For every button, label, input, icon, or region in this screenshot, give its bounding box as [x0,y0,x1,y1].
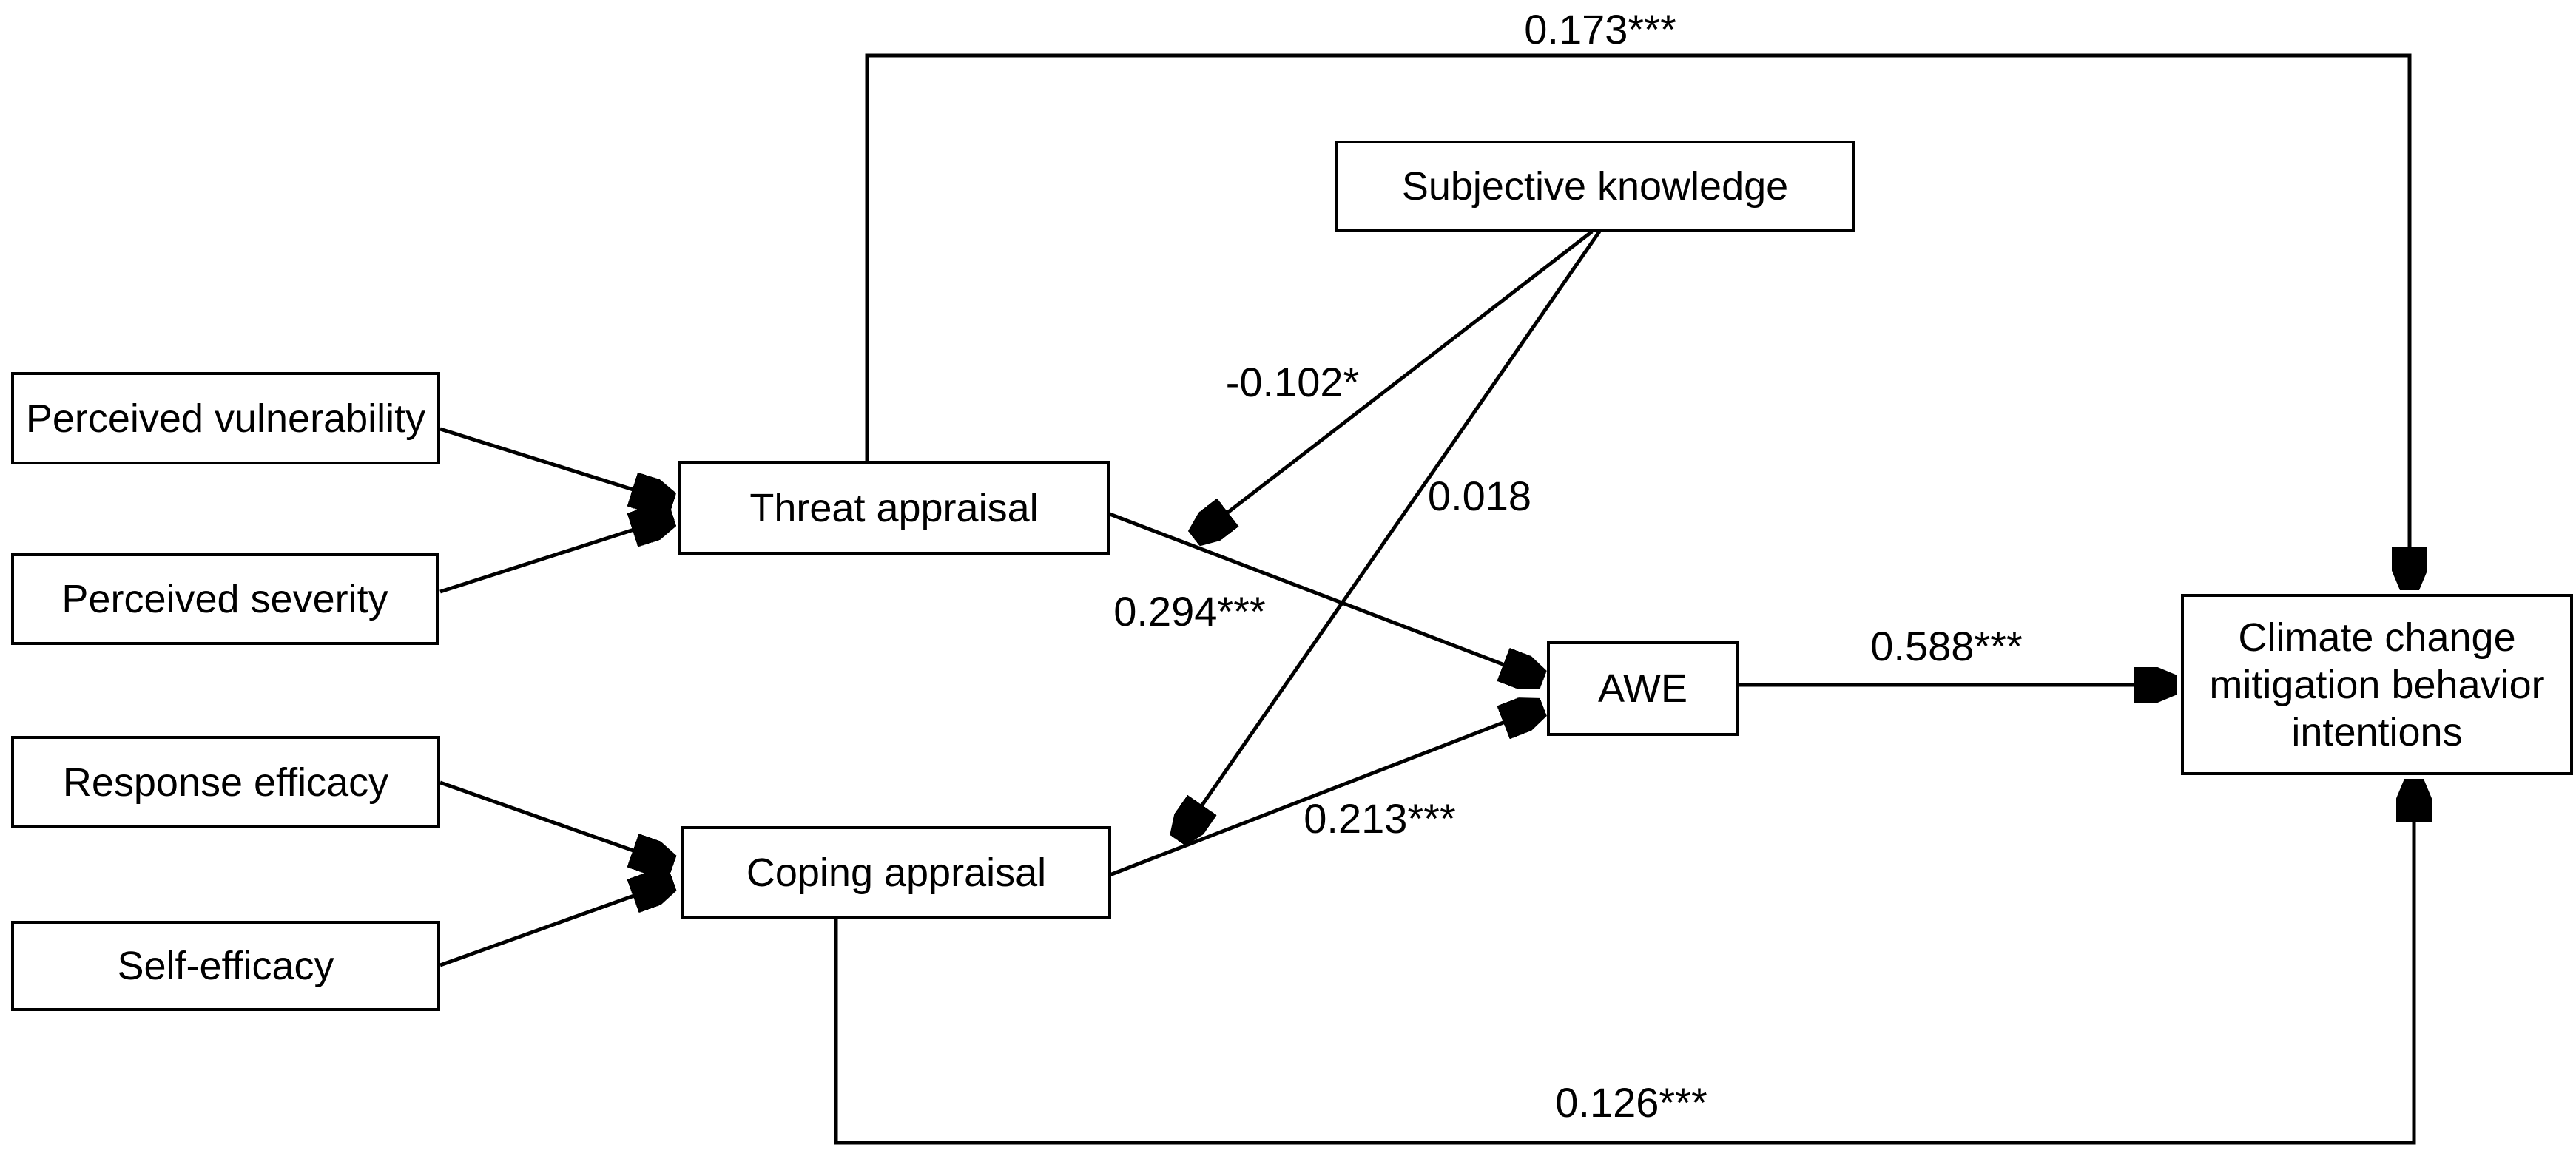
edge-label-sk-to-coping-path: 0.018 [1427,473,1532,519]
node-perceived-severity: Perceived severity [11,553,439,645]
edge-se-to-coping [439,882,673,967]
node-coping-appraisal: Coping appraisal [681,826,1111,919]
edge-label-sk-to-threat-path: -0.102* [1225,359,1360,405]
edge-coping-to-awe [1109,707,1543,877]
edge-ps-to-threat [439,517,673,594]
edge-label-threat-to-awe: 0.294*** [1113,588,1266,635]
node-response-efficacy: Response efficacy [11,736,440,828]
edge-label-threat-to-intentions: 0.173*** [1524,6,1676,53]
node-subjective-knowledge: Subjective knowledge [1335,141,1855,232]
node-self-efficacy: Self-efficacy [11,921,440,1011]
edge-coping-to-intentions [834,779,2414,1145]
edge-sk-to-coping-path [1178,230,1602,840]
node-awe: AWE [1547,641,1739,736]
edge-sk-to-threat-path [1194,230,1594,538]
edge-threat-to-intentions [865,53,2410,590]
edge-label-coping-to-awe: 0.213*** [1304,795,1456,842]
edge-pv-to-threat [439,427,673,502]
node-perceived-vulnerability: Perceived vulnerability [11,372,440,464]
edge-label-awe-to-intentions: 0.588*** [1870,623,2023,669]
edge-threat-to-awe [1109,512,1543,680]
node-threat-appraisal: Threat appraisal [678,461,1110,555]
edge-label-coping-to-intentions: 0.126*** [1555,1079,1707,1126]
node-climate-intentions: Climate change mitigation behavior inten… [2181,594,2573,775]
edge-re-to-coping [439,780,673,865]
